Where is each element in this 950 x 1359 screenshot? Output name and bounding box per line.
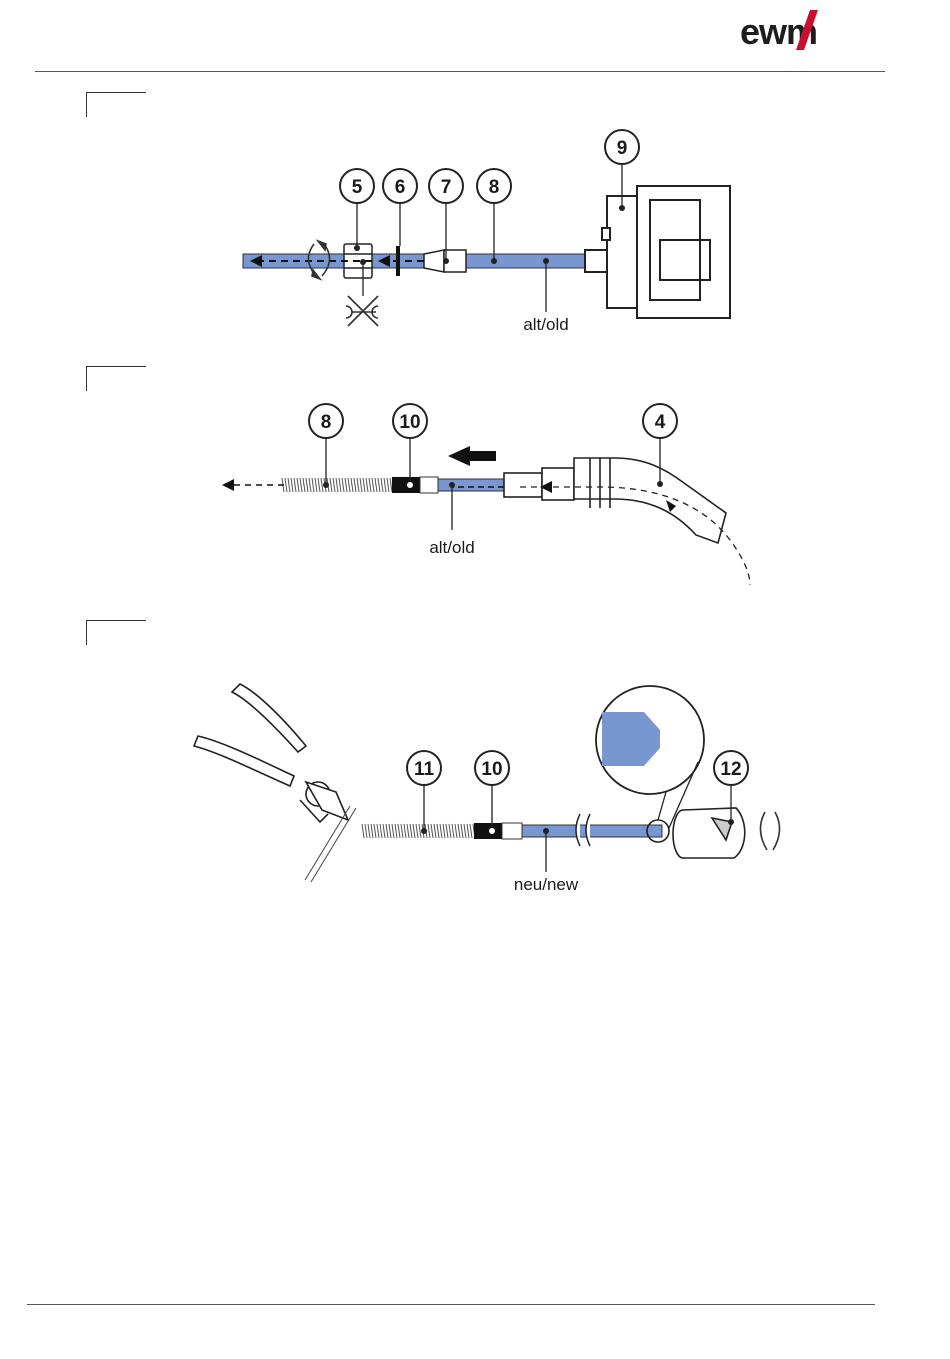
torch-connector-body <box>585 186 730 318</box>
rotate-arrows-icon <box>760 812 779 850</box>
callout-6: 6 <box>383 169 417 246</box>
svg-text:10: 10 <box>399 412 420 433</box>
svg-text:12: 12 <box>720 759 741 780</box>
svg-text:11: 11 <box>414 759 435 780</box>
sharpener-12 <box>673 808 745 858</box>
svg-text:10: 10 <box>481 759 502 780</box>
sleeve-10b <box>474 823 502 839</box>
figure-step-1: 5 6 7 8 9 alt/old <box>0 125 950 345</box>
svg-text:7: 7 <box>441 177 452 198</box>
header-rule <box>35 71 885 72</box>
push-arrow-icon <box>448 446 496 466</box>
svg-text:9: 9 <box>617 138 628 159</box>
figure-step-3: 11 10 12 neu/new <box>0 680 950 905</box>
footer-rule <box>27 1304 875 1305</box>
callout-10c: 10 <box>475 751 509 834</box>
svg-text:8: 8 <box>321 412 332 433</box>
side-cutter-icon <box>194 684 348 822</box>
svg-text:4: 4 <box>655 412 666 433</box>
callout-11: 11 <box>407 751 441 834</box>
caption-alt-old-1: alt/old <box>523 315 568 334</box>
svg-text:5: 5 <box>352 177 363 198</box>
no-wrench-icon <box>346 296 378 326</box>
svg-text:8: 8 <box>489 177 500 198</box>
step-box-1 <box>86 92 146 117</box>
torch-neck-4 <box>504 458 726 543</box>
sleeve-10 <box>392 477 420 493</box>
callout-8b: 8 <box>309 404 343 488</box>
caption-neu-new: neu/new <box>514 875 579 894</box>
step-box-3 <box>86 620 146 645</box>
svg-text:6: 6 <box>395 177 406 198</box>
ewm-logo: ewm <box>738 6 868 52</box>
figure-step-2: /* placeholder */ 8 10 4 alt/old <box>0 395 950 595</box>
step-box-2 <box>86 366 146 391</box>
liner-old-2 <box>438 479 506 491</box>
caption-alt-old-2: alt/old <box>429 538 474 557</box>
cut-spring-piece <box>305 806 356 882</box>
magnified-liner-tip <box>596 686 704 828</box>
callout-10: 10 <box>393 404 427 488</box>
callout-8: 8 <box>477 169 511 264</box>
